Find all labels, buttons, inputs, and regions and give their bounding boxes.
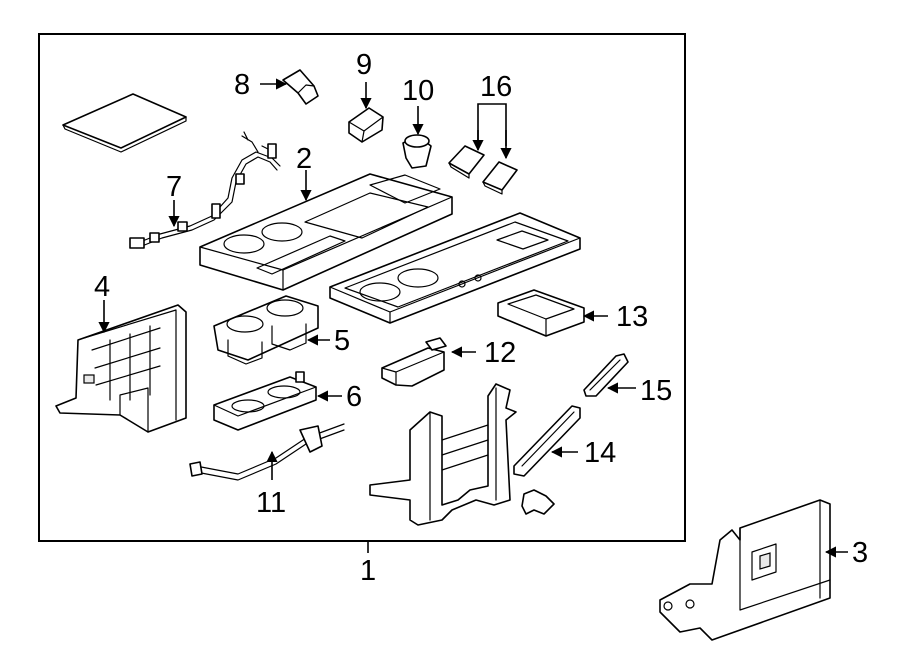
callout-6: 6 <box>346 381 362 413</box>
callout-12: 12 <box>484 337 516 369</box>
callout-10: 10 <box>402 75 434 107</box>
callout-9: 9 <box>356 49 372 81</box>
callout-3: 3 <box>852 537 868 569</box>
clip[interactable] <box>521 489 555 515</box>
rear-panel-3[interactable] <box>659 499 831 641</box>
callout-5: 5 <box>334 325 350 357</box>
callout-14: 14 <box>584 437 616 469</box>
cup-holder-insert[interactable] <box>213 295 319 365</box>
storage-bracket-12[interactable] <box>381 337 447 387</box>
part-16-pads[interactable] <box>448 145 518 195</box>
callout-16: 16 <box>480 71 512 103</box>
part-8-clip[interactable] <box>282 69 319 105</box>
storage-tray[interactable] <box>497 289 585 337</box>
small-bracket[interactable] <box>583 353 629 397</box>
callout-1: 1 <box>360 555 376 587</box>
console-floor-mat[interactable] <box>62 93 187 153</box>
upper-console-tray[interactable] <box>329 212 581 324</box>
callout-2: 2 <box>296 143 312 175</box>
callout-4: 4 <box>94 271 110 303</box>
cup-holder-mat[interactable] <box>213 371 317 431</box>
console-trim-panel[interactable] <box>55 304 187 433</box>
console-lid-tray[interactable] <box>199 173 453 291</box>
callout-11: 11 <box>256 487 286 519</box>
callout-7: 7 <box>166 171 182 203</box>
part-10-knob[interactable] <box>402 134 432 169</box>
part-9-block[interactable] <box>348 107 384 143</box>
console-cable-rod[interactable] <box>189 423 345 481</box>
callout-8: 8 <box>234 69 250 101</box>
callout-15: 15 <box>640 375 672 407</box>
assembly-frame <box>38 33 686 542</box>
leader-16 <box>477 103 507 146</box>
callout-13: 13 <box>616 301 648 333</box>
side-bracket[interactable] <box>513 405 581 477</box>
console-support-bracket[interactable] <box>369 383 517 526</box>
console-wiring-harness[interactable] <box>129 131 281 249</box>
